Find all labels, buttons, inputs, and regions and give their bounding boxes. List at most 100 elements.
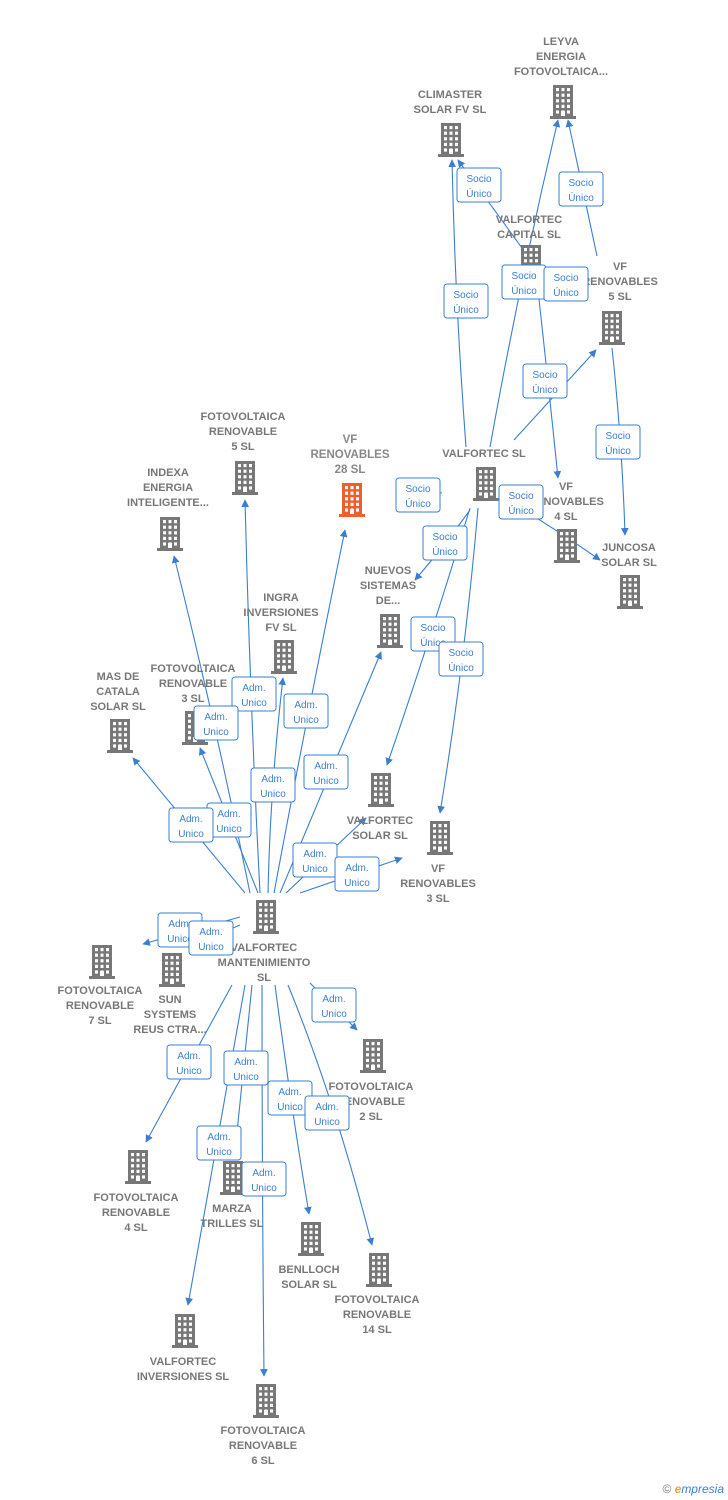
- relation-label[interactable]: Adm.Unico: [168, 807, 214, 843]
- company-name-line: RENOVABLES: [400, 878, 476, 890]
- relation-label[interactable]: Adm.Unico: [196, 1125, 242, 1161]
- building-icon: [253, 900, 279, 934]
- building-icon: [427, 821, 453, 855]
- relation-label-text: Socio: [432, 532, 457, 543]
- company-name-line: 5 SL: [231, 441, 255, 453]
- company-name-line: RENOVABLE: [159, 678, 227, 690]
- relation-label[interactable]: Adm.Unico: [241, 1161, 287, 1197]
- company-node-leyva[interactable]: LEYVAENERGIAFOTOVOLTAICA...: [514, 36, 608, 119]
- building-icon: [360, 1039, 386, 1073]
- relation-label[interactable]: Adm.Unico: [304, 1095, 350, 1131]
- relation-label[interactable]: Adm.Unico: [250, 767, 296, 803]
- relation-label-box: [188, 920, 234, 956]
- company-name-line: MANTENIMIENTO: [218, 957, 311, 969]
- company-name-line: VF: [559, 481, 573, 493]
- relation-label[interactable]: Adm.Unico: [166, 1044, 212, 1080]
- relation-label-text: Unico: [302, 864, 328, 875]
- relation-label[interactable]: Adm.Unico: [206, 802, 252, 838]
- building-icon: [232, 461, 258, 495]
- relation-label-text: Único: [405, 497, 431, 510]
- relation-label-box: [422, 525, 468, 561]
- company-node-valfortec[interactable]: VALFORTEC SL: [442, 448, 526, 501]
- company-name-line: RENOVABLES: [310, 449, 389, 461]
- relation-label[interactable]: Adm. Unico: [292, 842, 338, 878]
- company-name-line: VF: [431, 863, 445, 875]
- relation-label[interactable]: Adm.Unico: [231, 676, 277, 712]
- relation-label[interactable]: Adm.Unico: [188, 920, 234, 956]
- relation-label-text: Adm.: [261, 774, 284, 785]
- relation-label-text: Unico: [251, 1183, 277, 1194]
- relation-label[interactable]: Adm.Unico: [311, 987, 357, 1023]
- relation-label[interactable]: Adm.Unico: [303, 754, 349, 790]
- company-name-line: REUS CTRA...: [133, 1024, 206, 1036]
- relation-label-text: Socio: [453, 290, 478, 301]
- relation-label-text: Adm.: [278, 1087, 301, 1098]
- relation-label-text: Único: [568, 191, 594, 204]
- relation-label[interactable]: Adm.Unico: [283, 693, 329, 729]
- relation-label-text: Único: [448, 661, 474, 674]
- company-name-line: SYSTEMS: [144, 1009, 197, 1021]
- relation-label[interactable]: Adm.Unico: [334, 856, 380, 892]
- relation-label-text: Único: [511, 284, 537, 297]
- company-name-line: BENLLOCH: [278, 1264, 339, 1276]
- relation-label-text: Unico: [344, 878, 370, 889]
- company-name-line: 6 SL: [251, 1455, 275, 1467]
- relation-label-box: [438, 641, 484, 677]
- relation-label-text: Socio: [420, 623, 445, 634]
- relation-label-box: [558, 171, 604, 207]
- company-name-line: RENOVABLE: [337, 1096, 405, 1108]
- relation-label-text: Unico: [233, 1072, 259, 1083]
- building-icon: [107, 719, 133, 753]
- company-name-line: INTELIGENTE...: [127, 497, 209, 509]
- relation-label[interactable]: Adm.Unico: [267, 1080, 313, 1116]
- company-name-line: RENOVABLE: [66, 1000, 134, 1012]
- relation-label-text: Adm.: [303, 849, 326, 860]
- company-node-indexa[interactable]: INDEXAENERGIAINTELIGENTE...: [127, 467, 209, 551]
- relation-label-box: [223, 1050, 269, 1086]
- company-name-line: VALFORTEC: [231, 942, 297, 954]
- building-icon: [271, 640, 297, 674]
- company-node-nuevos[interactable]: NUEVOSSISTEMASDE...: [360, 565, 416, 648]
- building-icon: [125, 1150, 151, 1184]
- relation-label-text: Adm.: [168, 919, 191, 930]
- relation-label[interactable]: Adm.Unico: [223, 1050, 269, 1086]
- relation-label-text: Socio: [568, 178, 593, 189]
- relation-label[interactable]: Adm.Unico: [193, 705, 239, 741]
- relation-label-box: [334, 856, 380, 892]
- company-name-line: VALFORTEC: [150, 1356, 216, 1368]
- company-name-line: RENOVABLES: [582, 276, 658, 288]
- company-name-line: 4 SL: [554, 511, 578, 523]
- relation-label-text: Adm.: [314, 761, 337, 772]
